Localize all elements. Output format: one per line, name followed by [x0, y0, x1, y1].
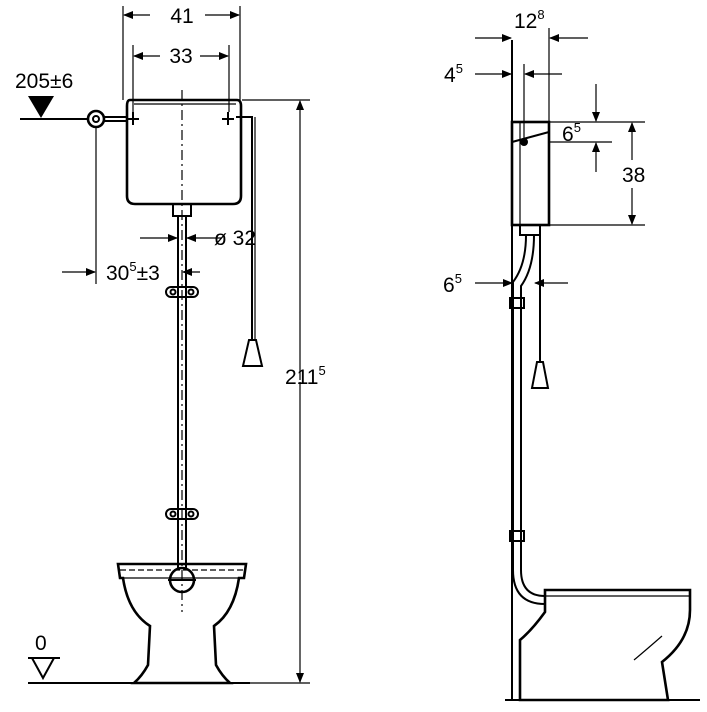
dim-45-label: 45 [444, 61, 463, 87]
dim-65-pipe-label: 65 [443, 271, 462, 297]
pipe-clip-side-upper [509, 297, 525, 309]
level-marker-icon [28, 96, 54, 118]
toilet-bowl-front [116, 562, 248, 685]
pull-handle-icon [241, 339, 264, 367]
dim-0-label: 0 [35, 632, 47, 655]
front-view: 41 33 205±6 ø 32 305±3 [15, 5, 326, 685]
dim-cistern-outer: 41 [122, 5, 241, 100]
cistern-front [125, 98, 243, 206]
dim-wall-gap: 45 [444, 61, 562, 138]
dim-inlet-offset: 305±3 [62, 128, 200, 285]
dim-cistern-depth: 128 [475, 7, 588, 122]
flush-pipe-side [512, 234, 546, 605]
dim-128-label: 128 [514, 7, 545, 33]
pull-handle-side-icon [530, 361, 550, 389]
dim-inlet-drop: 65 [549, 84, 645, 172]
flush-pipe-collar [172, 203, 192, 217]
dim-cistern-inner: 33 [132, 45, 230, 112]
dim-32-label: ø 32 [214, 227, 256, 250]
floor-marker-icon [30, 657, 56, 681]
dim-305-label: 305±3 [106, 259, 160, 285]
dim-total-height: 2115 [242, 99, 326, 684]
side-view: 128 45 65 38 65 [443, 7, 700, 702]
dim-cistern-height: 38 [549, 122, 645, 226]
dim-floor-level: 0 [28, 632, 60, 681]
toilet-bowl-side [518, 588, 692, 702]
dim-pipe-diameter: ø 32 [140, 227, 256, 250]
dim-65-inlet-label: 65 [562, 120, 581, 146]
dim-inlet-height: 205±6 [15, 70, 73, 120]
pull-chain [236, 116, 253, 340]
flush-pipe-collar-side [519, 224, 541, 236]
inlet-valve [86, 109, 106, 129]
pipe-clip-upper [165, 286, 199, 298]
pipe-clip-lower [165, 508, 199, 520]
dim-41-label: 41 [170, 5, 193, 28]
dim-205-label: 205±6 [15, 70, 73, 93]
dim-2115-label: 2115 [285, 363, 326, 389]
dim-33-label: 33 [169, 45, 192, 68]
dim-pipe-offset: 65 [443, 271, 568, 297]
dim-38-label: 38 [622, 164, 645, 187]
pipe-clip-side-lower [509, 530, 525, 542]
